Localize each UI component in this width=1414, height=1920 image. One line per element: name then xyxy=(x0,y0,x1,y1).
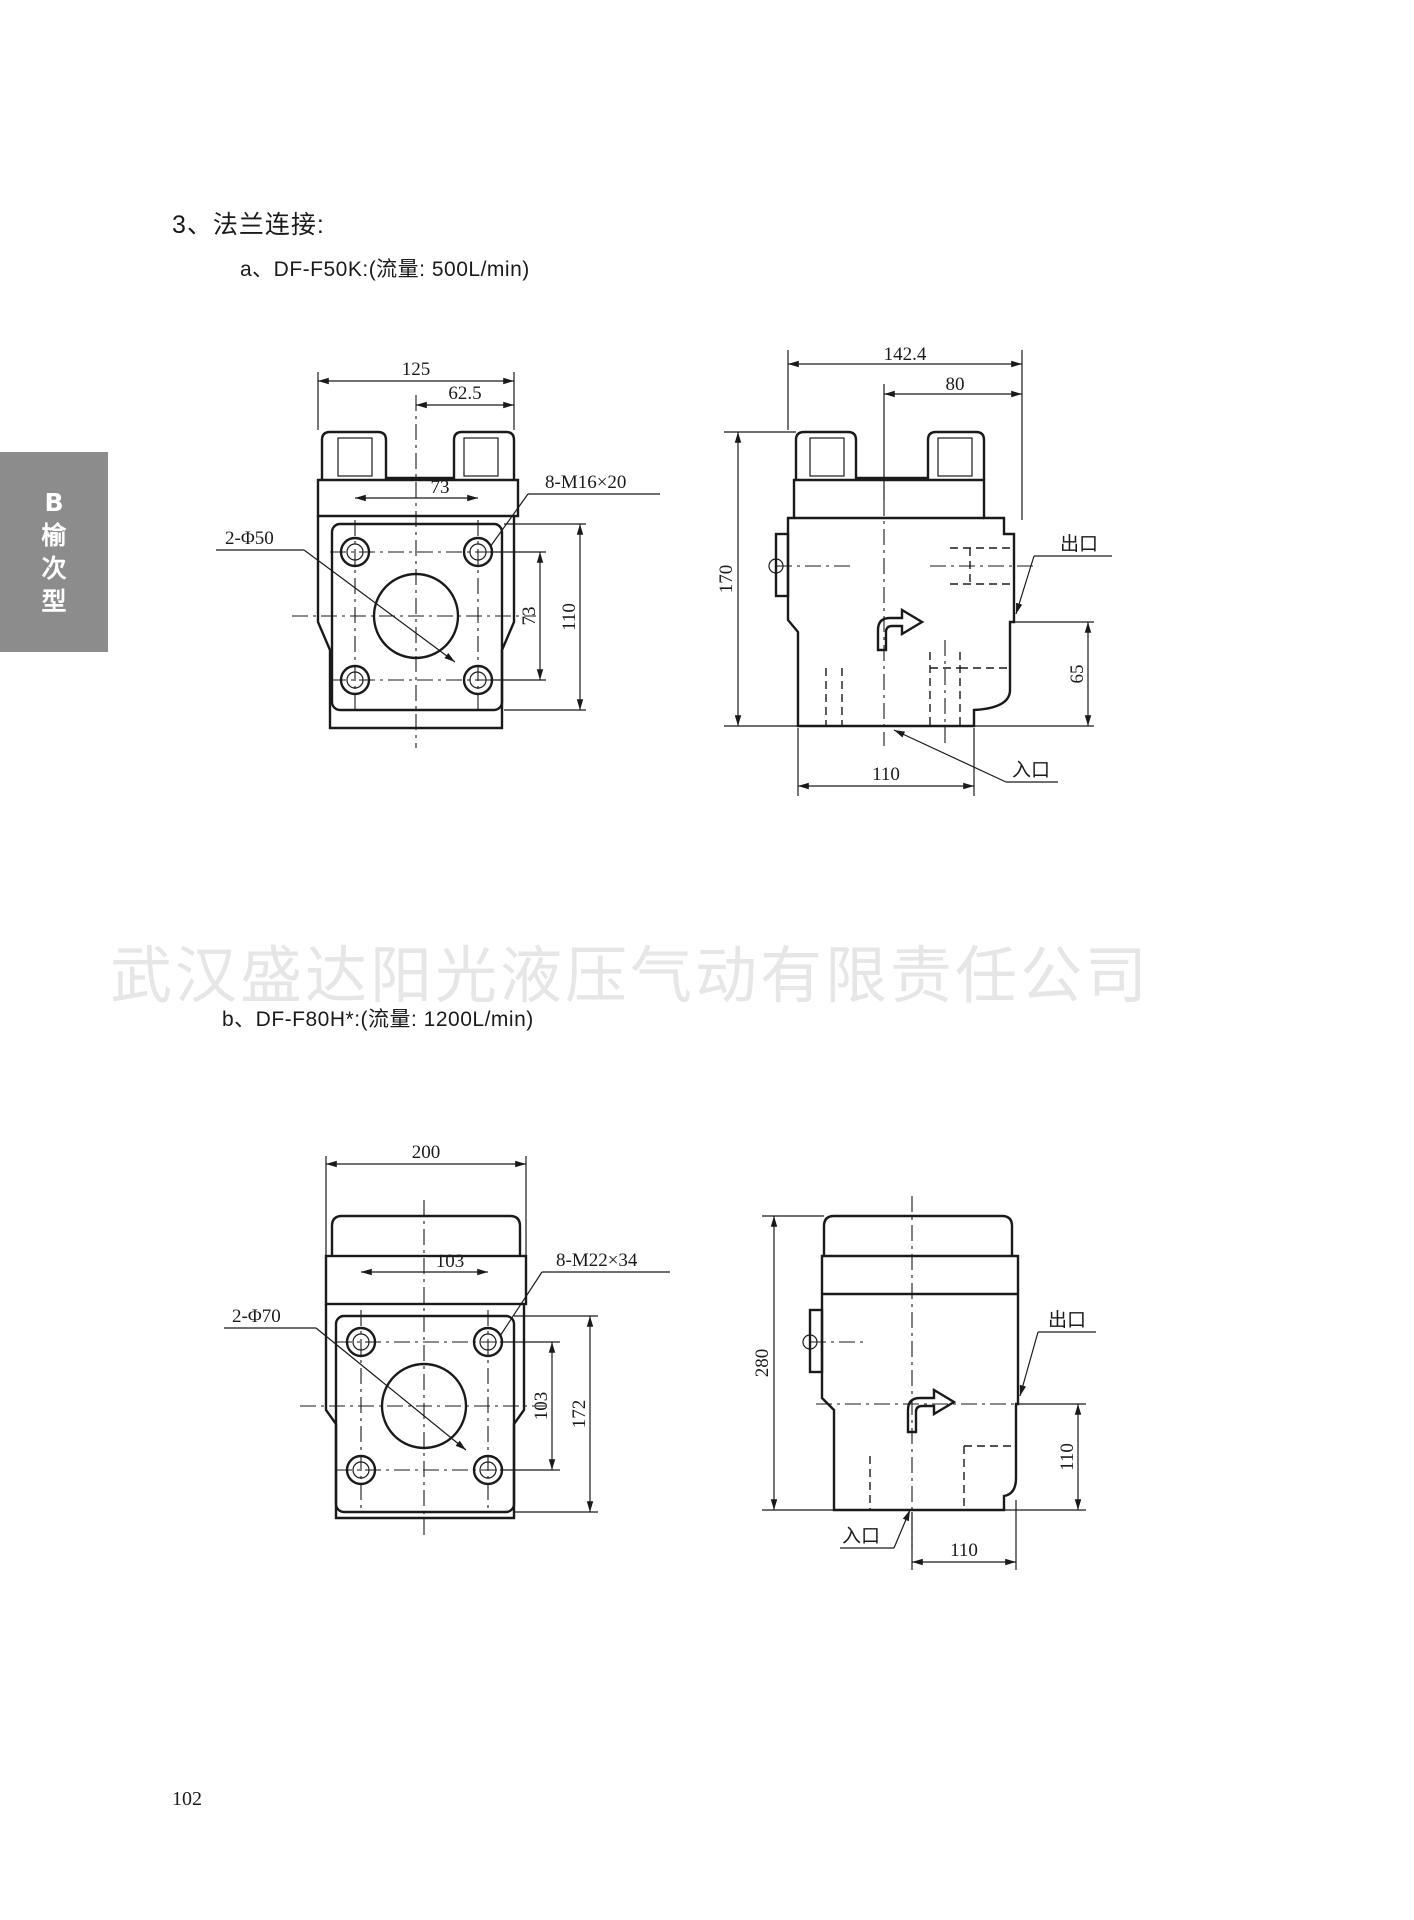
dim-a-front-73-h: 73 xyxy=(431,477,450,498)
dim-b-side-110-h: 110 xyxy=(950,1540,978,1561)
side-tab-char: B xyxy=(44,488,64,517)
dim-a-side-170: 170 xyxy=(716,565,737,594)
side-tab: B 榆 次 型 xyxy=(0,452,108,652)
side-tab-char: 次 xyxy=(41,554,67,583)
label-b-inlet: 入口 xyxy=(842,1525,880,1547)
dim-a-side-110: 110 xyxy=(872,764,900,785)
subtitle-b: b、DF-F80H*:(流量: 1200L/min) xyxy=(222,1008,534,1031)
dim-b-front-200: 200 xyxy=(412,1142,441,1163)
callout-a-bolt: 8-M16×20 xyxy=(545,472,626,493)
side-tab-char: 型 xyxy=(41,587,67,616)
dim-a-side-142-4: 142.4 xyxy=(884,344,927,365)
dim-a-front-110: 110 xyxy=(559,603,580,631)
dim-b-side-110-v: 110 xyxy=(1057,1443,1078,1471)
dim-a-front-73-v: 73 xyxy=(519,607,540,626)
page-number: 102 xyxy=(172,1788,202,1810)
dim-a-front-62-5: 62.5 xyxy=(448,383,481,404)
callout-a-bore: 2-Φ50 xyxy=(225,528,274,549)
callout-b-bolt: 8-M22×34 xyxy=(556,1250,638,1271)
dim-b-front-103-h: 103 xyxy=(436,1251,465,1272)
dim-a-side-80: 80 xyxy=(946,374,965,395)
dim-b-front-172: 172 xyxy=(569,1400,590,1429)
drawing-b-side: 280 110 110 出口 入口 xyxy=(752,1196,1096,1570)
drawing-a-side: 142.4 80 170 65 110 出口 入口 xyxy=(716,344,1112,796)
watermark: 武汉盛达阳光液压气动有限责任公司 xyxy=(110,939,1151,1012)
label-b-outlet: 出口 xyxy=(1048,1309,1086,1331)
drawing-a-front: 125 62.5 73 73 110 8-M16×20 2-Φ50 xyxy=(216,359,660,748)
label-a-outlet: 出口 xyxy=(1060,533,1098,555)
callout-b-bore: 2-Φ70 xyxy=(232,1306,281,1327)
section-heading: 3、法兰连接: xyxy=(172,211,325,239)
dim-a-front-125: 125 xyxy=(402,359,431,380)
side-tab-char: 榆 xyxy=(41,521,67,550)
dim-b-front-103-v: 103 xyxy=(531,1392,552,1421)
dim-b-side-280: 280 xyxy=(752,1349,773,1378)
dim-a-side-65: 65 xyxy=(1067,665,1088,684)
drawing-b-front: 200 103 103 172 8-M22×34 2-Φ70 xyxy=(224,1142,670,1540)
subtitle-a: a、DF-F50K:(流量: 500L/min) xyxy=(240,258,530,281)
label-a-inlet: 入口 xyxy=(1012,759,1050,781)
